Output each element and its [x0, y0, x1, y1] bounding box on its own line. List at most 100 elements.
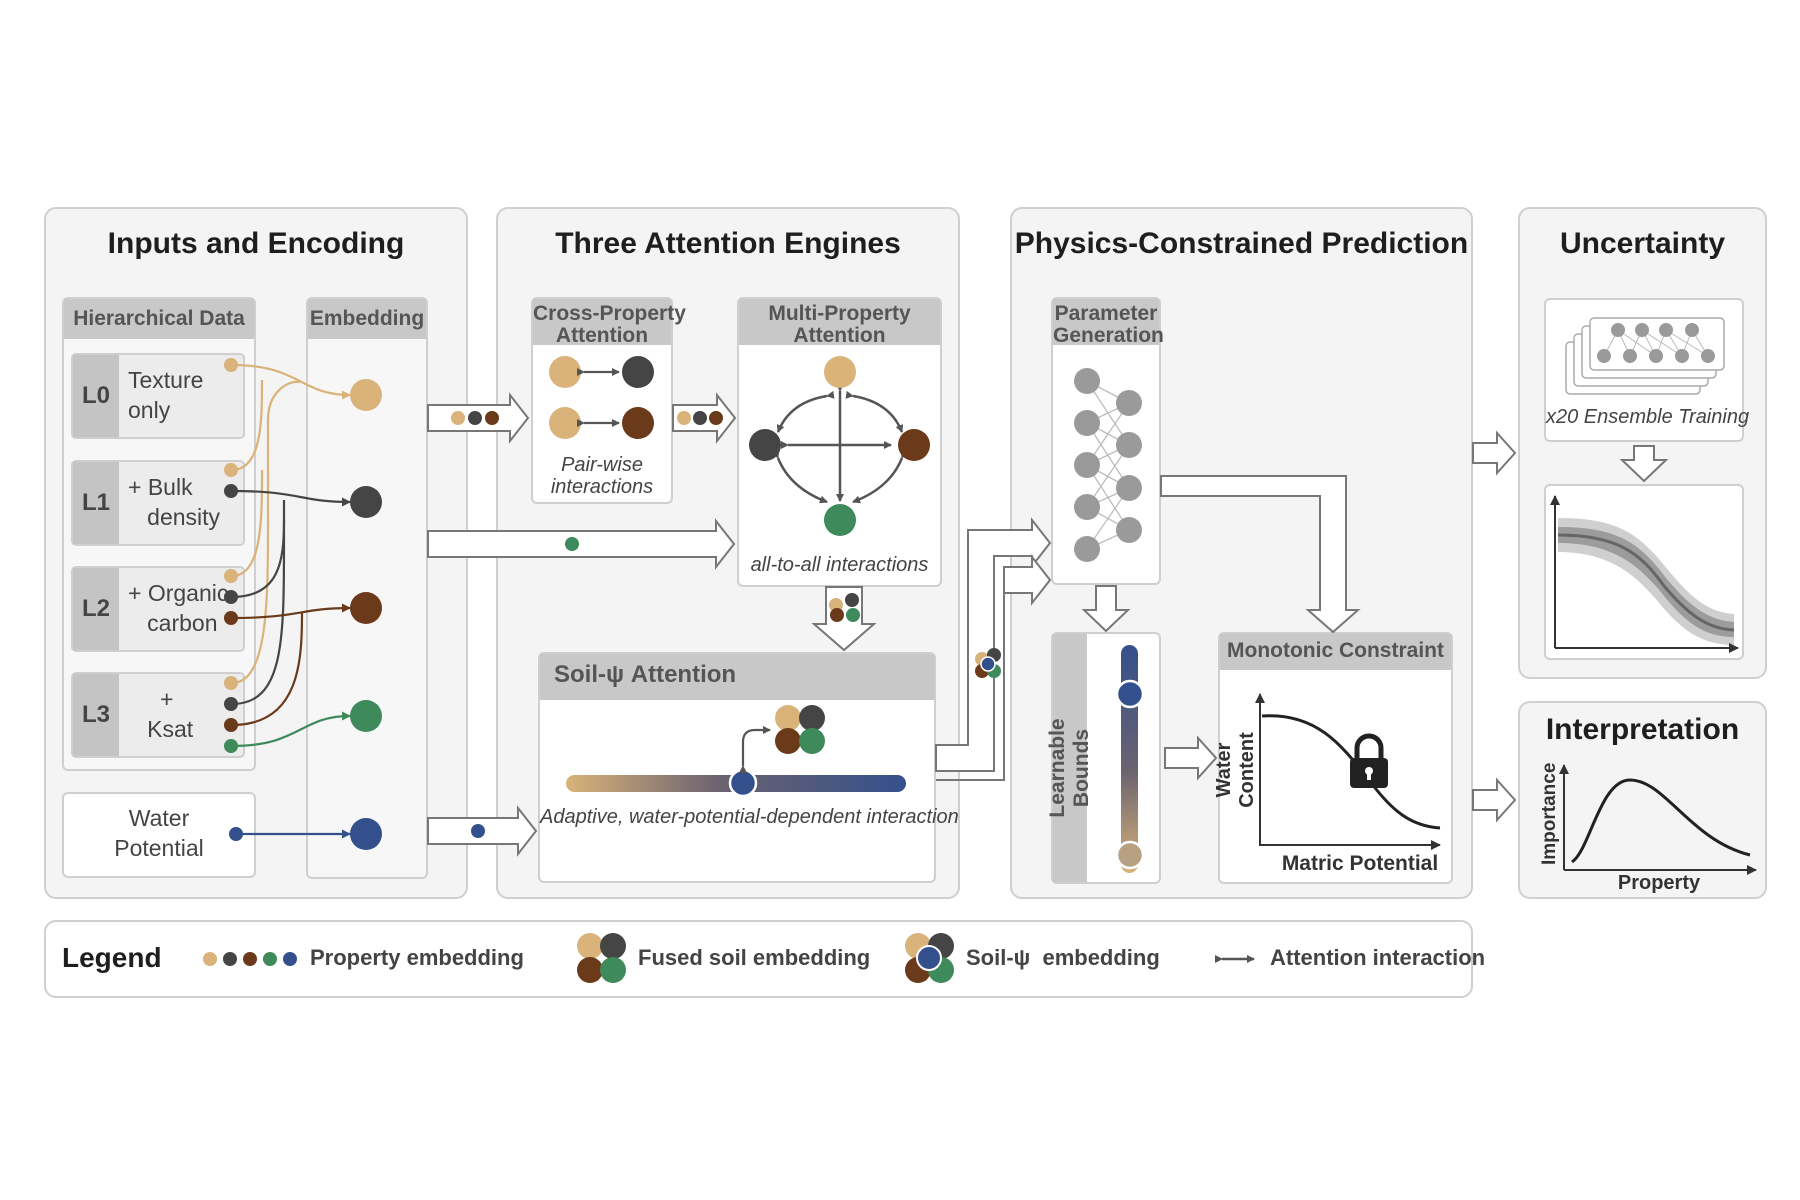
brown-route-L2	[231, 603, 351, 620]
src-dot-L2-brown	[224, 611, 238, 625]
level-L1: L1 + Bulk density	[71, 460, 245, 546]
monotonic-ylabel: Water Content	[1213, 732, 1258, 808]
tan-route-L1	[231, 379, 264, 472]
src-dot-L2-tan	[224, 569, 238, 583]
nn-in-4	[1074, 494, 1100, 520]
ensemble-stack	[1565, 317, 1725, 395]
pairwise-caption: Pair-wise interactions	[550, 454, 654, 498]
cross-node-dark	[622, 356, 654, 388]
monotonic-plot	[1255, 693, 1441, 850]
legend-dot-blue	[283, 952, 297, 966]
flow-dot-dark-3	[845, 593, 859, 607]
param-to-monotonic	[1160, 475, 1361, 634]
monotonic-constraint-box: Monotonic Constraint	[1218, 632, 1453, 884]
dark-route-L2	[231, 519, 286, 599]
legend-dot-tan	[203, 952, 217, 966]
embedding-node-organic-carbon	[350, 592, 382, 624]
interpretation-panel: Interpretation	[1518, 701, 1767, 899]
multi-node-brown	[898, 429, 930, 461]
legend-dot-green	[263, 952, 277, 966]
soil-psi-graphic	[566, 705, 906, 798]
bounds-knob-upper	[1115, 679, 1145, 709]
param-neural-net	[1074, 368, 1142, 562]
embedding-nodes	[350, 379, 382, 850]
multi-property-graphic	[749, 356, 930, 536]
to-uncertainty	[1472, 430, 1517, 476]
cross-node-tan-b	[549, 407, 581, 439]
param-flow-arrows	[1081, 475, 1361, 781]
level-L1-tag: L1	[73, 462, 119, 544]
attention-panel-title: Three Attention Engines	[555, 227, 901, 260]
level-L0-text: Texture only	[128, 367, 204, 423]
interpretation-panel-title: Interpretation	[1545, 713, 1740, 746]
brown-route-L3	[231, 611, 304, 727]
water-potential-label: Water Potential	[114, 805, 204, 861]
legend-dot-brown	[243, 952, 257, 966]
ensemble-caption: x20 Ensemble Training	[1546, 406, 1750, 428]
nn-out-3	[1116, 475, 1142, 501]
nn-in-3	[1074, 452, 1100, 478]
embedding-node-bulk-density	[350, 486, 382, 518]
green-route-L3	[231, 711, 351, 748]
src-dot-L3-brown	[224, 718, 238, 732]
physics-panel-title: Physics-Constrained Prediction	[1014, 227, 1469, 260]
legend-fused-tan	[577, 933, 603, 959]
level-L0: L0 Texture only	[71, 353, 245, 439]
legend-dot-dark	[223, 952, 237, 966]
tan-route-L0	[231, 363, 351, 400]
dark-route-L3	[231, 500, 286, 706]
multi-node-dark	[749, 429, 781, 461]
cross-node-tan-a	[549, 356, 581, 388]
level-L1-text: + Bulk density	[128, 474, 221, 530]
legend-property-embedding-label: Property embedding	[310, 945, 524, 970]
source-dots	[224, 358, 243, 841]
all-to-all-caption: all-to-all interactions	[750, 554, 929, 576]
uncertainty-plot	[1550, 495, 1739, 653]
uncertainty-inner-band	[1558, 527, 1734, 637]
level-L3-text: + Ksat	[147, 686, 194, 742]
nn-in-2	[1074, 410, 1100, 436]
ensemble-to-plot	[1619, 445, 1669, 483]
psi-fused-dark	[799, 705, 825, 731]
connector-upper	[935, 517, 1052, 772]
flow-dot-green-3	[846, 608, 860, 622]
multi-node-tan	[824, 356, 856, 388]
parameter-generation-box: Parameter Generation	[1051, 297, 1164, 585]
parameter-generation-header: Parameter Generation	[1053, 299, 1164, 347]
flow-dot-green-1	[565, 537, 579, 551]
src-dot-L2-dark	[224, 590, 238, 604]
level-L2: L2 + Organic carbon	[71, 566, 245, 652]
flow-dot-tan-2	[677, 411, 691, 425]
level-L3-tag: L3	[73, 674, 119, 756]
psi-to-param-connector	[935, 517, 1052, 781]
cross-property-header: Cross-Property Attention	[533, 299, 686, 347]
embedding-node-ksat	[350, 700, 382, 732]
flow-dot-tan-1	[451, 411, 465, 425]
dark-route-L1	[231, 489, 351, 507]
bounds-to-monotonic	[1164, 735, 1218, 781]
inputs-panel-title: Inputs and Encoding	[107, 227, 405, 260]
uncertainty-panel-title: Uncertainty	[1559, 227, 1726, 260]
monotonic-xlabel: Matric Potential	[1281, 852, 1439, 875]
flow-dot-brown-3	[830, 608, 844, 622]
flow-dot-brown-1	[485, 411, 499, 425]
legend-soil-psi-label: Soil-ψ embedding	[966, 945, 1160, 970]
psi-fused-tan	[775, 705, 801, 731]
flow-dot-blue-1	[471, 824, 485, 838]
bounds-knob-lower	[1115, 840, 1145, 870]
cross-node-brown	[622, 407, 654, 439]
bounds-gradient-track	[1121, 645, 1138, 873]
legend-fused-brown	[577, 957, 603, 983]
nn-in-1	[1074, 368, 1100, 394]
level-L3: L3 + Ksat	[71, 672, 245, 758]
multi-arrow-tr	[845, 390, 904, 433]
multi-arrow-tl	[776, 390, 835, 433]
tan-route-L3	[231, 380, 301, 685]
multi-arrow-bl	[771, 450, 828, 504]
bounds-slider	[1115, 645, 1145, 873]
cross-property-graphic	[549, 356, 654, 439]
hierarchical-data-header: Hierarchical Data	[64, 299, 254, 339]
src-dot-L3-green	[224, 739, 238, 753]
physics-out-arrows	[1472, 430, 1669, 823]
interpretation-xlabel: Property	[1617, 872, 1701, 894]
